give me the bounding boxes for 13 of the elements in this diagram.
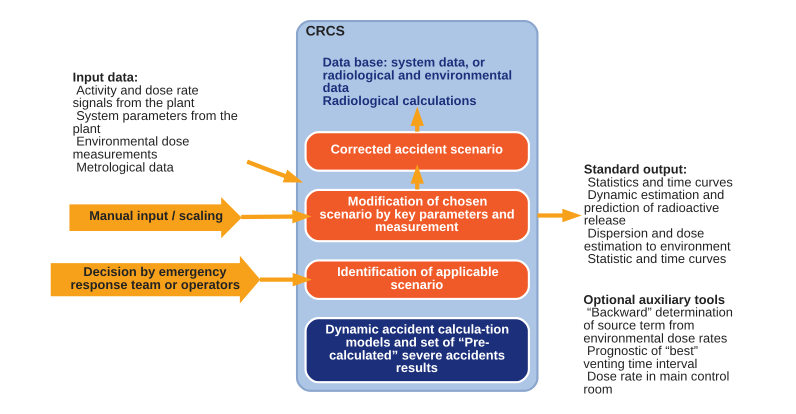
arrow [241, 210, 312, 224]
arrow [260, 272, 312, 286]
arrow [246, 160, 304, 182]
node-text: Standard output: Statistics and time curves Dynamic estimation and prediction of radioactive release Dispersion and dose estimation to environment Statistic and time curves [584, 161, 733, 266]
node-text: Input data: Activity and dose rate signals from the plant System parameters from the plant Environmental dose measurements Metrological data [72, 70, 238, 174]
node-box: Modification of chosen scenario by key parameters and measurement [304, 188, 530, 242]
node-box: Corrected accident scenario [304, 131, 530, 172]
node-text: Data base: system data, or radiological and environmental data Radiological calculations [322, 54, 512, 108]
arrow [537, 208, 582, 222]
node-box: Dynamic accident calcula-tion models and set of “Pre-calculated” severe accidents results [304, 317, 530, 384]
label: Prognostic of “best” venting time interval [583, 343, 698, 371]
label: Optional auxiliary tools [583, 292, 726, 307]
node-box: Identification of applicable scenario [304, 259, 530, 300]
